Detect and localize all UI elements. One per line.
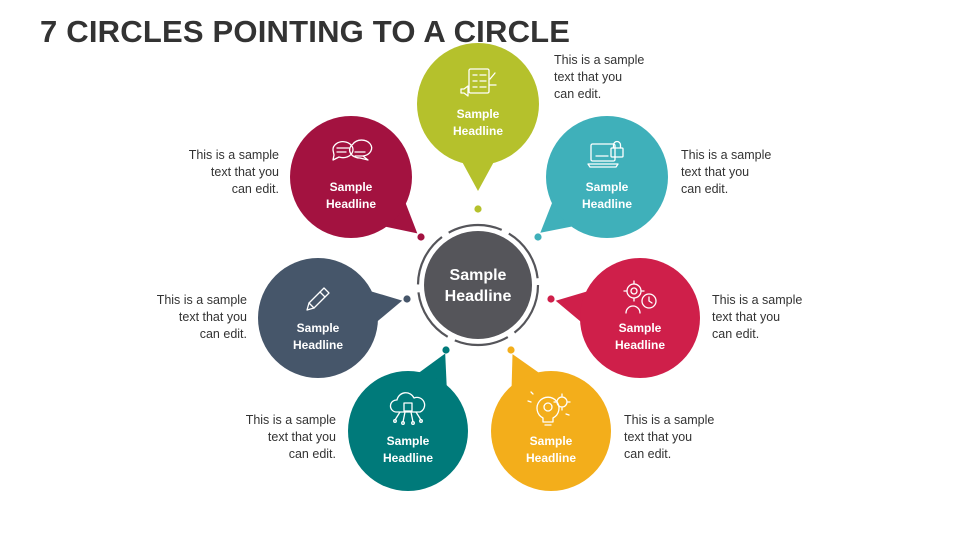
laptop-lock-icon	[587, 140, 624, 168]
bubble-pointer	[380, 198, 418, 234]
connector-dot	[442, 346, 450, 354]
description-top: This is a sample text that you can edit.	[554, 53, 645, 101]
bubble-circle	[348, 371, 468, 491]
bubble-label-line1: Sample	[586, 180, 629, 194]
bubble-label-line1: Sample	[297, 321, 340, 335]
connector-dot	[474, 205, 482, 213]
bubble-label-line1: Sample	[457, 107, 500, 121]
bubbles-layer: SampleHeadlineSampleHeadlineSampleHeadli…	[258, 43, 700, 491]
bubble-circle	[417, 43, 539, 165]
bubble-label-line2: Headline	[383, 451, 433, 465]
connector-dot	[534, 233, 542, 241]
bubble-circle	[491, 371, 611, 491]
bubble-label-line1: Sample	[619, 321, 662, 335]
center-circle	[424, 231, 532, 339]
description-lower-right: This is a sample text that you can edit.	[624, 413, 715, 461]
center-label-line2: Headline	[445, 288, 512, 305]
bubble-pointer	[540, 198, 577, 233]
bubble-label-line2: Headline	[293, 338, 343, 352]
description-upper-right: This is a sample text that you can edit.	[681, 148, 772, 196]
description-lower-left: This is a sample text that you can edit.	[245, 413, 336, 461]
bubble-label-line1: Sample	[330, 180, 373, 194]
gear-clock-user-icon	[623, 280, 657, 314]
connector-dot	[403, 295, 411, 303]
description-right: This is a sample text that you can edit.	[712, 293, 803, 341]
center-label-line1: Sample	[450, 267, 507, 284]
bubble-label-line1: Sample	[530, 434, 573, 448]
bubble-circle	[258, 258, 378, 378]
connector-dot	[417, 233, 425, 241]
bubble-label-line2: Headline	[326, 197, 376, 211]
description-upper-left: This is a sample text that you can edit.	[188, 148, 279, 196]
bubble-circle	[546, 116, 668, 238]
bubble-circle	[580, 258, 700, 378]
center-node: Sample Headline	[416, 223, 540, 347]
pencil-icon	[306, 287, 330, 311]
bubble-label-line2: Headline	[615, 338, 665, 352]
connector-dot	[547, 295, 555, 303]
bubble-label-line2: Headline	[526, 451, 576, 465]
bubble-label-line2: Headline	[453, 124, 503, 138]
cloud-chip-icon	[389, 392, 426, 425]
bubble-label-line2: Headline	[582, 197, 632, 211]
lightbulb-gear-icon	[527, 391, 571, 426]
connector-dot	[507, 346, 515, 354]
center-outer-ring	[416, 223, 540, 347]
bubble-label-line1: Sample	[387, 434, 430, 448]
bubble-circle	[290, 116, 412, 238]
description-left: This is a sample text that you can edit.	[156, 293, 247, 341]
presentation-speaker-icon	[460, 68, 497, 97]
chat-bubbles-icon	[332, 139, 373, 161]
bubble-pointer	[460, 158, 496, 191]
